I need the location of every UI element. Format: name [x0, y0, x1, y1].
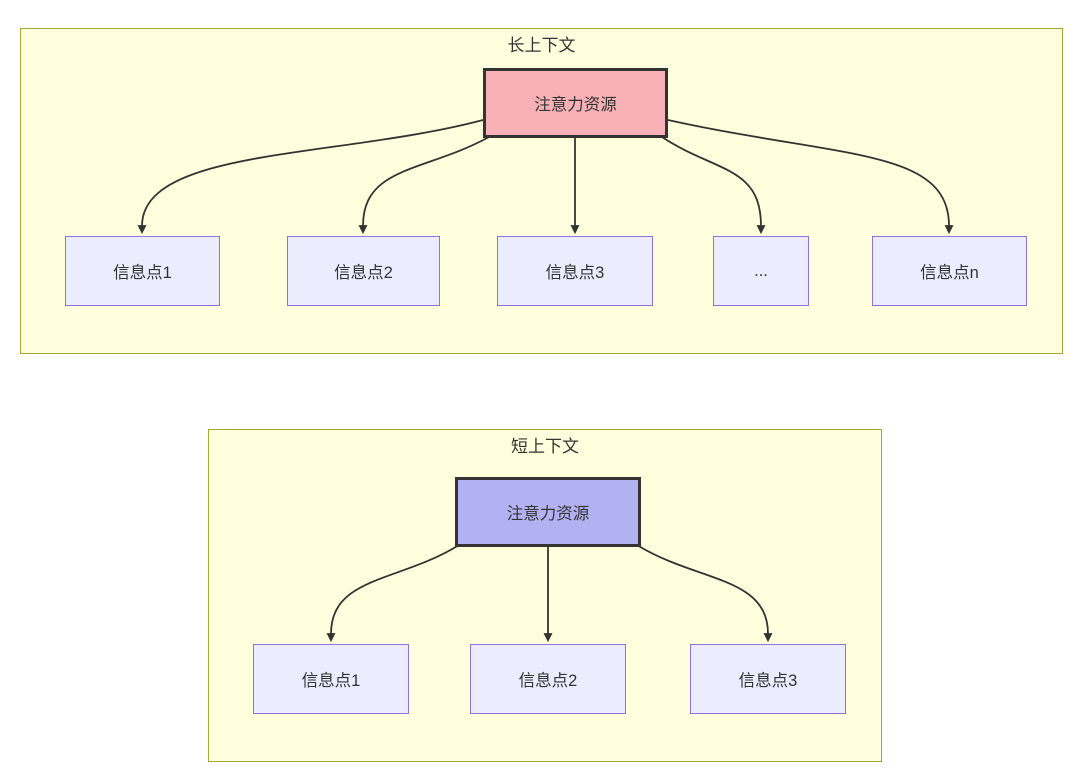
node-info-point-n-long: 信息点n	[872, 236, 1027, 306]
node-info-point-3-short-label: 信息点3	[738, 672, 798, 690]
node-info-point-3-long: 信息点3	[497, 236, 653, 306]
node-info-point-3-short: 信息点3	[690, 644, 846, 714]
node-info-point-1-short: 信息点1	[253, 644, 409, 714]
node-info-point-n-long-label: 信息点n	[920, 264, 979, 282]
node-info-point-2-short: 信息点2	[470, 644, 626, 714]
node-attention-resources-short-label: 注意力资源	[506, 505, 590, 523]
node-info-point-2-long: 信息点2	[287, 236, 440, 306]
group-title-long-context: 长上下文	[507, 36, 576, 55]
node-info-point-ellipsis-long-label: ...	[754, 261, 768, 280]
node-info-point-1-long-label: 信息点1	[113, 264, 172, 282]
node-attention-resources-long-label: 注意力资源	[534, 96, 617, 114]
node-attention-resources-short: 注意力资源	[455, 477, 641, 547]
node-attention-resources-long: 注意力资源	[483, 68, 668, 138]
node-info-point-1-long: 信息点1	[65, 236, 220, 306]
node-info-point-2-short-label: 信息点2	[518, 672, 578, 690]
group-title-short-context: 短上下文	[511, 437, 579, 456]
node-info-point-2-long-label: 信息点2	[334, 264, 393, 282]
node-info-point-1-short-label: 信息点1	[301, 672, 361, 690]
node-info-point-3-long-label: 信息点3	[545, 264, 605, 282]
node-info-point-ellipsis-long: ...	[713, 236, 809, 306]
